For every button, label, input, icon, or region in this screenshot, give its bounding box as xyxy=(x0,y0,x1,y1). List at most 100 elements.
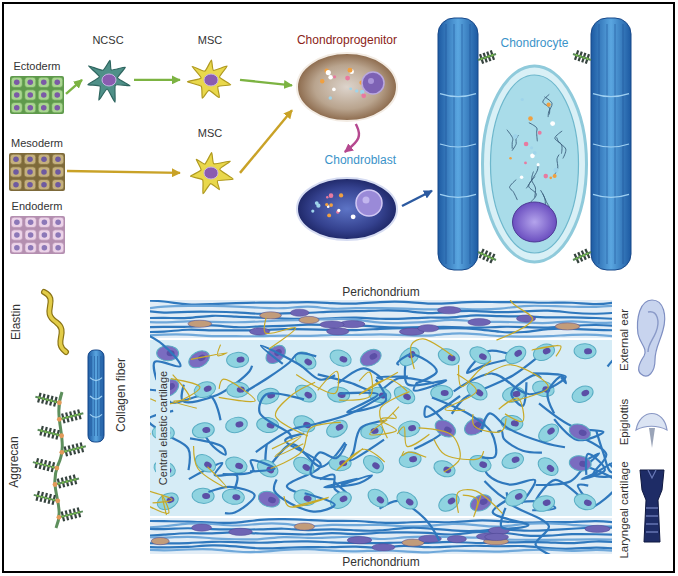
cell-body xyxy=(263,342,290,368)
cell-body xyxy=(394,488,421,512)
aggrecan-link xyxy=(586,58,588,60)
tissue-block xyxy=(10,76,64,114)
aggrecan-bristle xyxy=(48,428,50,438)
tissue-cell xyxy=(38,103,49,113)
aggrecan-bristle xyxy=(487,252,491,261)
nucleus xyxy=(204,167,218,179)
stem-cell: NCSC xyxy=(82,32,134,108)
chondrocyte xyxy=(467,452,493,474)
tissue-block xyxy=(9,153,65,191)
granule xyxy=(339,193,343,197)
aggrecan-bristle xyxy=(62,478,64,488)
cell-body xyxy=(398,450,422,469)
granule xyxy=(345,76,350,81)
chondrocyte xyxy=(431,458,457,480)
chondrocyte xyxy=(535,454,562,479)
cell-body xyxy=(358,346,384,369)
aggrecan-bristle xyxy=(74,475,76,485)
nucleus xyxy=(27,245,33,251)
nucleus xyxy=(41,169,47,175)
fiber-band xyxy=(90,396,102,399)
collagen-fiber xyxy=(608,347,612,366)
aggrecan-link xyxy=(44,464,46,466)
granule xyxy=(513,134,518,139)
nucleus xyxy=(513,202,557,242)
chondrocyte xyxy=(360,452,387,477)
elastin-fiber xyxy=(411,339,453,369)
nucleus xyxy=(546,426,556,436)
fibril xyxy=(615,24,616,264)
cell-label: Mesoderm xyxy=(11,136,63,150)
nucleus xyxy=(14,232,20,238)
nucleus xyxy=(356,190,382,216)
aggrecan-bristle xyxy=(41,492,43,502)
chondrocyte xyxy=(467,343,493,367)
tracheal-ring xyxy=(646,507,658,508)
granule xyxy=(524,162,527,165)
nucleus xyxy=(478,352,488,361)
collagen-fiber xyxy=(324,475,372,487)
nucleus xyxy=(542,499,551,507)
granule xyxy=(530,146,533,149)
aggrecan-link xyxy=(69,449,71,451)
chondrocyte xyxy=(502,343,529,368)
cell-label: Endoderm xyxy=(12,199,63,213)
aggrecan-bristle xyxy=(74,410,76,420)
aggrecan-bristle xyxy=(54,397,56,407)
nucleus xyxy=(55,157,61,163)
chondrocyte xyxy=(531,493,556,513)
aggrecan-link xyxy=(40,463,42,465)
larynx-icon xyxy=(640,470,664,542)
ear-fold xyxy=(648,312,658,352)
nucleus xyxy=(14,105,20,111)
tissue-cell xyxy=(11,230,22,240)
flow-arrow xyxy=(66,80,82,94)
collagen-fiber xyxy=(150,528,612,531)
granule xyxy=(327,213,331,217)
elastin-fiber xyxy=(457,490,503,514)
aggrecan-bristle xyxy=(483,251,487,260)
aggrecan-link xyxy=(575,54,577,56)
tissue-cell xyxy=(52,77,63,87)
chondrocyte xyxy=(391,383,418,407)
granule xyxy=(520,176,523,179)
cell-body xyxy=(491,75,579,253)
chondrocyte xyxy=(221,488,245,506)
epiglottis-icon xyxy=(636,414,667,431)
chondrocyte xyxy=(263,342,290,368)
chondrocyte xyxy=(503,486,529,509)
nucleus xyxy=(203,460,213,469)
fiber-band xyxy=(440,144,476,147)
link-protein xyxy=(53,482,58,487)
aggrecan-bristle xyxy=(70,510,72,520)
fibroblast xyxy=(299,316,319,323)
collagen-fiber xyxy=(397,354,437,383)
collagen-fiber xyxy=(438,18,478,270)
tissue-cell xyxy=(52,167,64,177)
aggrecan-link xyxy=(70,513,72,515)
cytoskeleton xyxy=(529,123,538,142)
granule xyxy=(329,193,334,198)
aggrecan-bristle xyxy=(65,446,67,456)
cytoskeleton xyxy=(507,130,513,149)
fibroblast xyxy=(437,307,461,314)
fibroblast xyxy=(151,538,169,545)
frame xyxy=(3,3,674,572)
aggrecan-link xyxy=(488,55,490,57)
fibril xyxy=(97,356,98,436)
cartilage-tissue xyxy=(150,300,612,554)
granule xyxy=(538,131,542,135)
icons xyxy=(33,292,667,542)
collagen-fiber xyxy=(208,487,254,514)
collagen-fiber xyxy=(246,353,316,391)
chondrocyte xyxy=(398,450,422,469)
aggrecan-bristle xyxy=(52,429,54,439)
fibroblast xyxy=(555,323,580,330)
cell-label: NCSC xyxy=(92,33,123,47)
aggrecan-bristle xyxy=(78,409,80,419)
cell-body xyxy=(360,452,387,477)
chondrocyte xyxy=(574,343,597,359)
tissue-cell xyxy=(24,217,35,227)
granule xyxy=(320,79,324,83)
part-label: External ear xyxy=(617,309,631,371)
